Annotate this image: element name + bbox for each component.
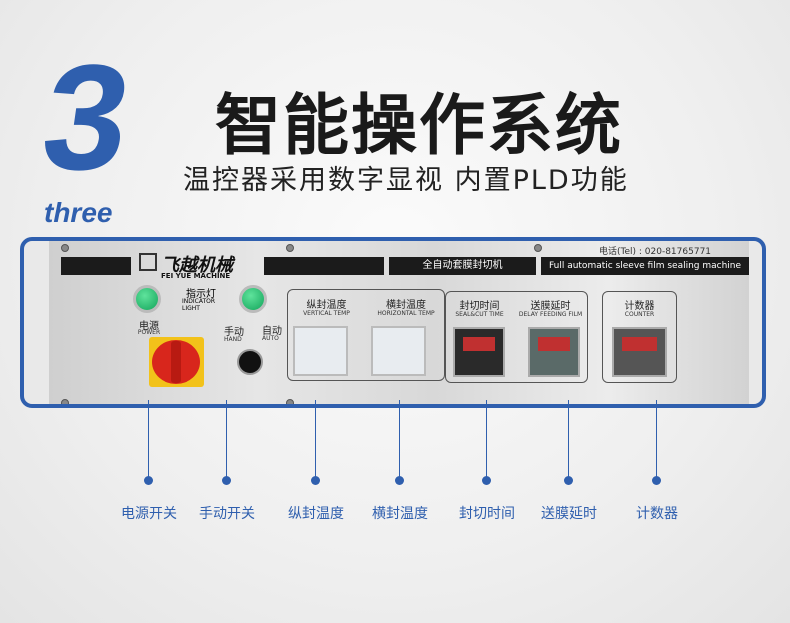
hand-label-en: HAND bbox=[224, 336, 242, 343]
callout-dot bbox=[144, 476, 153, 485]
timer-group bbox=[445, 291, 588, 383]
logo-icon bbox=[139, 253, 157, 271]
power-switch[interactable] bbox=[149, 337, 204, 387]
counter-display[interactable] bbox=[612, 327, 667, 377]
control-panel-photo: 飞越机械 FEI YUE MACHINE 全自动套膜封切机 Full autom… bbox=[20, 237, 766, 408]
counter-group bbox=[602, 291, 677, 383]
metal-plate: 飞越机械 FEI YUE MACHINE 全自动套膜封切机 Full autom… bbox=[49, 241, 749, 404]
screw-icon bbox=[286, 399, 294, 404]
callout-dot bbox=[564, 476, 573, 485]
temp-group bbox=[287, 289, 445, 381]
callout-line bbox=[486, 400, 487, 480]
screw-icon bbox=[534, 244, 542, 252]
callout-dot bbox=[652, 476, 661, 485]
callout-horizontal-temp: 横封温度 bbox=[372, 506, 428, 522]
hand-auto-selector[interactable] bbox=[237, 349, 263, 375]
callout-line bbox=[148, 400, 149, 480]
seal-label-en: SEAL&CUT TIME bbox=[455, 311, 504, 318]
screw-icon bbox=[61, 244, 69, 252]
callout-line bbox=[315, 400, 316, 480]
page-title: 智能操作系统 bbox=[215, 87, 623, 164]
callout-power-switch: 电源开关 bbox=[121, 506, 177, 522]
htemp-label-cn: 横封温度 bbox=[386, 300, 426, 311]
machine-name-en: Full automatic sleeve film sealing machi… bbox=[541, 257, 749, 275]
power-label-en: POWER bbox=[137, 329, 161, 336]
counter-label-cn: 计数器 bbox=[624, 301, 655, 312]
indicator-label-en: INDICATOR LIGHT bbox=[182, 298, 216, 312]
delay-feed-timer[interactable] bbox=[528, 327, 580, 377]
callout-counter: 计数器 bbox=[636, 506, 678, 522]
phone-number: 电话(Tel) : 020-81765771 bbox=[599, 247, 712, 257]
brand-cn: 飞越机械 bbox=[161, 255, 233, 276]
callout-delay-feed: 送膜延时 bbox=[541, 506, 597, 522]
power-label-cn: 电源 bbox=[139, 321, 159, 332]
callout-vertical-temp: 纵封温度 bbox=[288, 506, 344, 522]
auto-label-en: AUTO bbox=[262, 335, 279, 342]
indicator-light-auto bbox=[239, 285, 267, 313]
machine-name-cn: 全自动套膜封切机 bbox=[389, 257, 536, 275]
delay-label-en: DELAY FEEDING FILM bbox=[518, 311, 583, 318]
counter-label-en: COUNTER bbox=[624, 311, 655, 318]
htemp-label-en: HORIZONTAL TEMP bbox=[377, 310, 435, 317]
seal-cut-timer[interactable] bbox=[453, 327, 505, 377]
callout-line bbox=[656, 400, 657, 480]
callout-dot bbox=[395, 476, 404, 485]
callout-seal-time: 封切时间 bbox=[459, 506, 515, 522]
horizontal-temp-controller[interactable] bbox=[371, 326, 426, 376]
delay-label-cn: 送膜延时 bbox=[530, 301, 571, 312]
vtemp-label-en: VERTICAL TEMP bbox=[303, 310, 350, 317]
vertical-temp-controller[interactable] bbox=[293, 326, 348, 376]
step-number: 3 bbox=[33, 33, 137, 201]
black-strip bbox=[61, 257, 131, 275]
callout-line bbox=[226, 400, 227, 480]
auto-label-cn: 自动 bbox=[262, 326, 282, 337]
hand-label-cn: 手动 bbox=[224, 327, 244, 338]
callout-line bbox=[399, 400, 400, 480]
callout-line bbox=[568, 400, 569, 480]
indicator-label-cn: 指示灯 bbox=[186, 289, 216, 300]
vtemp-label-cn: 纵封温度 bbox=[306, 300, 347, 311]
callout-dot bbox=[482, 476, 491, 485]
page-subtitle: 温控器采用数字显视 内置PLD功能 bbox=[183, 165, 629, 196]
seal-label-cn: 封切时间 bbox=[459, 301, 500, 312]
indicator-light-hand bbox=[133, 285, 161, 313]
brand-en: FEI YUE MACHINE bbox=[161, 272, 231, 280]
screw-icon bbox=[286, 244, 294, 252]
callout-hand-switch: 手动开关 bbox=[199, 506, 255, 522]
screw-icon bbox=[61, 399, 69, 404]
step-word: three bbox=[44, 197, 113, 228]
callout-dot bbox=[222, 476, 231, 485]
black-strip bbox=[264, 257, 384, 275]
callout-dot bbox=[311, 476, 320, 485]
